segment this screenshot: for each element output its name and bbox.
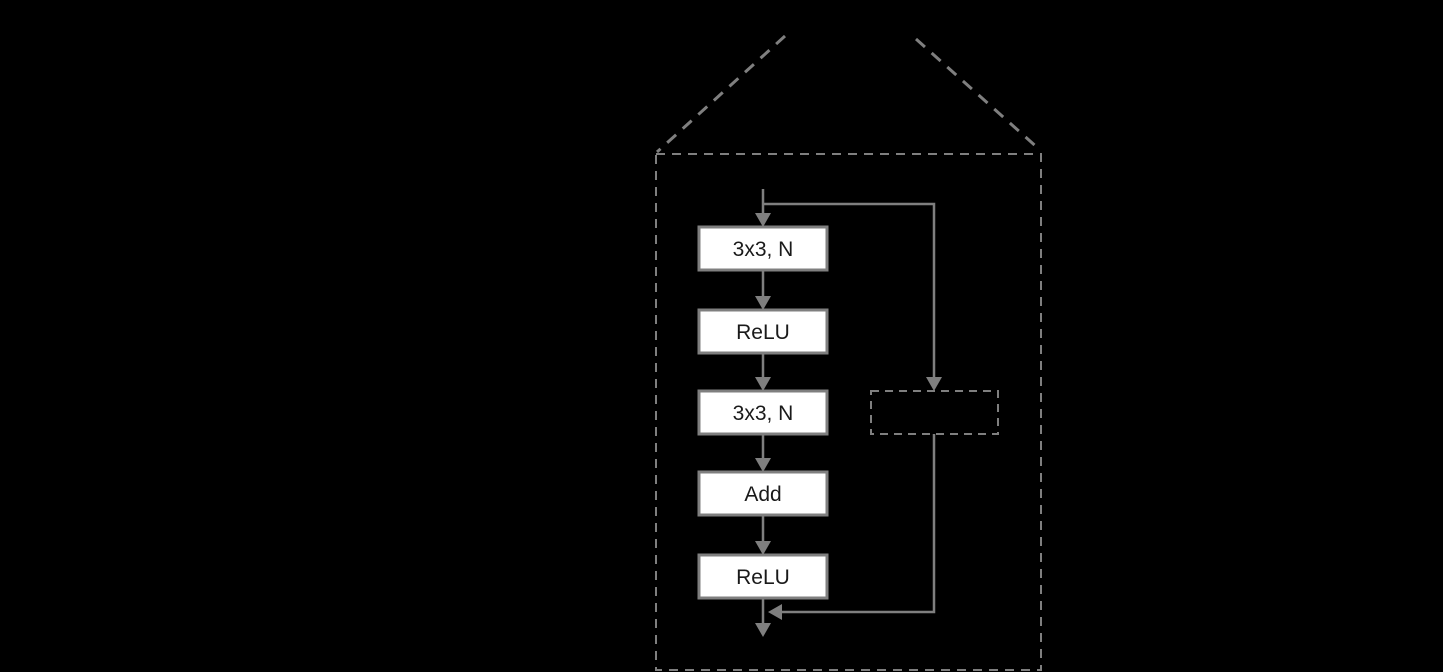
node-conv2: 3x3, N xyxy=(697,389,829,436)
arrowhead-conv2-add-icon xyxy=(755,458,771,472)
node-relu1: ReLU xyxy=(697,308,829,355)
node-conv1: 3x3, N xyxy=(697,225,829,272)
node-relu2: ReLU xyxy=(697,553,829,600)
node-conv1-box xyxy=(697,225,829,272)
node-skip-projection xyxy=(870,390,999,435)
arrowhead-conv1-relu1-icon xyxy=(755,296,771,310)
connector-skip-branch xyxy=(763,202,936,378)
arrowhead-skip-in-icon xyxy=(926,377,942,391)
node-conv2-label: 3x3, N xyxy=(733,402,794,425)
arrowhead-add-relu2-icon xyxy=(755,541,771,555)
arrowhead-input-icon xyxy=(755,213,771,227)
node-add-label: Add xyxy=(744,483,781,506)
block-boundary xyxy=(655,153,1042,671)
node-add: Add xyxy=(697,470,829,517)
callout-line-left xyxy=(655,34,787,154)
node-relu2-label: ReLU xyxy=(736,566,790,589)
node-add-box xyxy=(697,470,829,517)
skip-projection-box xyxy=(870,390,999,435)
node-conv1-label: 3x3, N xyxy=(733,238,794,261)
arrowhead-skip-merge-icon xyxy=(768,604,782,620)
connector-skip-merge xyxy=(782,434,936,614)
callout-line-right xyxy=(914,37,1042,152)
arrowhead-output-icon xyxy=(755,623,771,637)
arrowhead-relu1-conv2-icon xyxy=(755,377,771,391)
node-relu1-label: ReLU xyxy=(736,321,790,344)
